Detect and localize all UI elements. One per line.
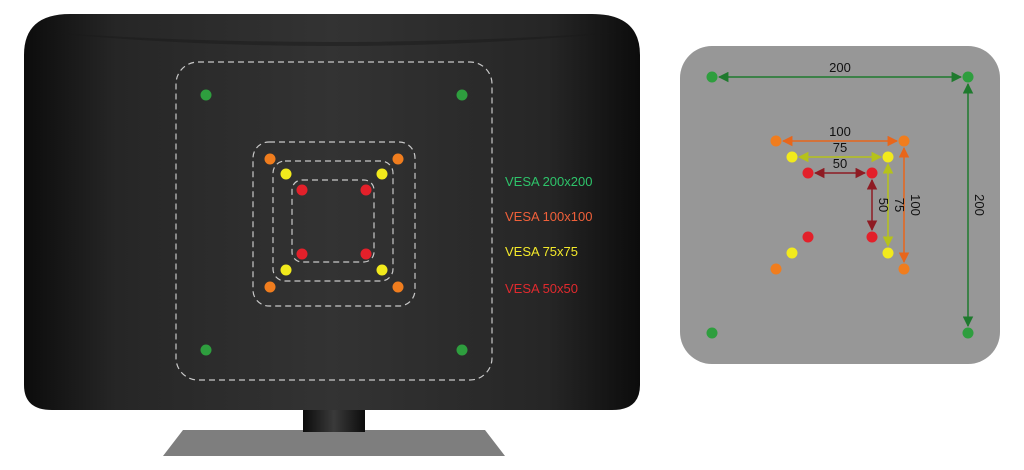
panel-hole-100-tr <box>898 135 910 147</box>
panel-hole-200-tr <box>962 71 974 83</box>
hole-75-bl <box>280 264 292 276</box>
panel-hole-75-tr <box>882 151 894 163</box>
hole-75-tl <box>280 168 292 180</box>
dim-label-200-vertical: 200 <box>972 194 987 216</box>
hole-75-br <box>376 264 388 276</box>
dim-label-100-vertical: 100 <box>908 194 923 216</box>
panel-hole-75-bl <box>786 247 798 259</box>
dimension-panel <box>680 46 1000 364</box>
panel-hole-200-br <box>962 327 974 339</box>
hole-50-tr <box>360 184 372 196</box>
outline-vesa-50 <box>291 179 375 263</box>
hole-100-br <box>392 281 404 293</box>
panel-hole-75-br <box>882 247 894 259</box>
dim-label-200-horizontal: 200 <box>829 60 851 75</box>
dim-label-50-horizontal: 50 <box>833 156 847 171</box>
holes-vesa-50 <box>296 184 372 260</box>
hole-200-tr <box>456 89 468 101</box>
hole-200-bl <box>200 344 212 356</box>
dim-label-50-vertical: 50 <box>876 198 891 212</box>
holes-vesa-200 <box>200 89 468 356</box>
outline-vesa-100 <box>252 141 416 307</box>
panel-hole-100-br <box>898 263 910 275</box>
panel-hole-50-tr <box>866 167 878 179</box>
legend-vesa-100: VESA 100x100 <box>505 209 592 224</box>
hole-50-bl <box>296 248 308 260</box>
legend-vesa-200: VESA 200x200 <box>505 174 592 189</box>
hole-100-bl <box>264 281 276 293</box>
hole-100-tl <box>264 153 276 165</box>
hole-75-tr <box>376 168 388 180</box>
tv-stand-base <box>163 430 505 456</box>
hole-100-tr <box>392 153 404 165</box>
legend-vesa-50: VESA 50x50 <box>505 281 578 296</box>
hole-50-br <box>360 248 372 260</box>
panel-hole-50-bl <box>802 231 814 243</box>
hole-200-br <box>456 344 468 356</box>
tv-top-highlight <box>40 32 624 46</box>
outline-vesa-75 <box>272 160 394 282</box>
panel-hole-100-bl <box>770 263 782 275</box>
outline-vesa-200 <box>175 61 493 381</box>
dim-label-100-horizontal: 100 <box>829 124 851 139</box>
holes-vesa-100 <box>264 153 404 293</box>
panel-hole-50-tl <box>802 167 814 179</box>
panel-hole-50-br <box>866 231 878 243</box>
panel-hole-75-tl <box>786 151 798 163</box>
panel-hole-200-bl <box>706 327 718 339</box>
hole-50-tl <box>296 184 308 196</box>
tv-back-panel <box>24 14 640 410</box>
panel-hole-200-tl <box>706 71 718 83</box>
legend-vesa-75: VESA 75x75 <box>505 244 578 259</box>
dim-label-75-horizontal: 75 <box>833 140 847 155</box>
panel-hole-100-tl <box>770 135 782 147</box>
dim-label-75-vertical: 75 <box>892 198 907 212</box>
hole-200-tl <box>200 89 212 101</box>
holes-vesa-75 <box>280 168 388 276</box>
